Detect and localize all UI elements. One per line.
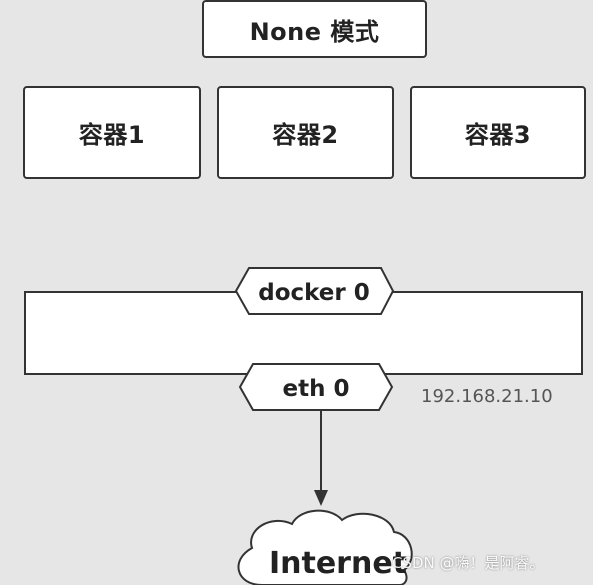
eth0-tag: eth 0 [238,363,394,411]
container-box-3: 容器3 [410,86,586,179]
container-box-2: 容器2 [217,86,394,179]
container-label-1: 容器1 [78,121,146,149]
eth0-tag-shape [238,363,394,411]
docker0-tag: docker 0 [234,267,395,315]
container-label-2: 容器2 [272,121,339,149]
eth0-ip-address: 192.168.21.10 [421,386,553,407]
arrow-head-icon [314,490,328,506]
container-box-1: 容器1 [23,86,201,179]
container-label-3: 容器3 [464,121,532,149]
docker0-label: docker 0 [258,280,370,306]
eth0-label: eth 0 [283,376,350,402]
watermark: CSDN @嗨！是阿睿。 [392,554,545,572]
internet-cloud-icon [237,509,413,585]
mode-title: None 模式 [249,17,380,46]
internet-label: Internet [269,546,407,581]
docker0-tag-shape [234,267,395,315]
mode-title-box: None 模式 [202,0,427,58]
